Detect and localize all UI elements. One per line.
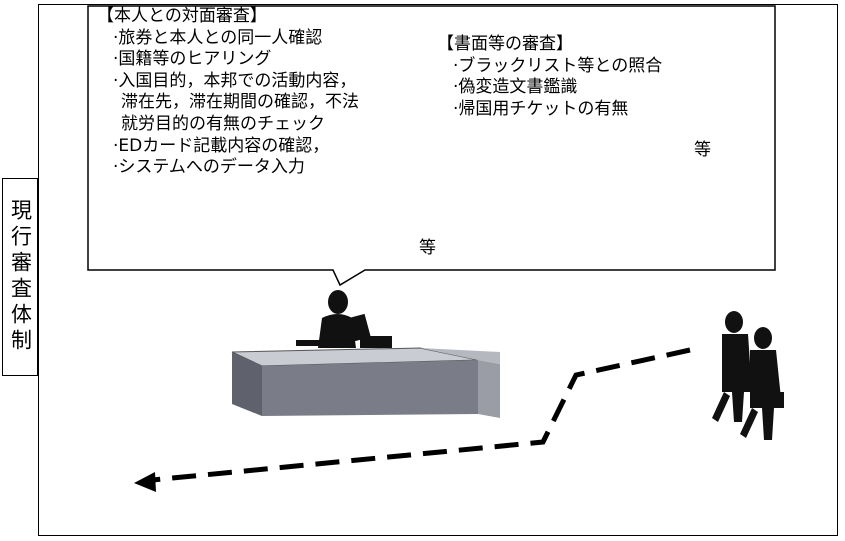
face-to-face-title: 【本人との対面審査】: [103, 6, 267, 26]
flow-arrowhead: [134, 472, 156, 492]
face-to-face-etc: 等: [419, 238, 436, 258]
face_to_face-item: ·旅券と本人との同一人確認: [113, 27, 323, 48]
face-to-face-review: 【本人との対面審査】 ·旅券と本人との同一人確認·国籍等のヒアリング·入国目的，…: [103, 6, 428, 179]
face_to_face-item: 滞在先，滞在期間の確認，不法: [121, 92, 359, 113]
document-review-etc: 等: [694, 140, 711, 160]
passenger-flow-path: [134, 347, 691, 492]
officer-figure: [296, 290, 392, 348]
face_to_face-item: ·入国目的，本邦での活動内容，: [113, 70, 357, 91]
side-label-text: 現行審査体制: [8, 199, 33, 355]
face_to_face-item: ·システムへのデータ入力: [113, 157, 305, 178]
side-label: 現行審査体制: [2, 178, 38, 376]
document-review-title: 【書面等の審査】: [437, 34, 573, 54]
face-to-face-list: ·旅券と本人との同一人確認·国籍等のヒアリング·入国目的，本邦での活動内容，滞在…: [103, 28, 428, 179]
face_to_face-item: ·EDカード記載内容の確認，: [113, 135, 330, 156]
face_to_face-item: ·国籍等のヒアリング: [113, 49, 272, 70]
document-review: 【書面等の審査】 ·ブラックリスト等との照合·偽変造文書鑑識·帰国用チケットの有…: [437, 34, 662, 121]
documents-item: ·偽変造文書鑑識: [453, 77, 578, 98]
documents-item: ·帰国用チケットの有無: [453, 98, 629, 119]
face_to_face-item: 就労目的の有無のチェック: [121, 113, 325, 134]
travelers-figure: [712, 311, 784, 440]
inspection-desk: [231, 347, 500, 418]
documents-item: ·ブラックリスト等との照合: [453, 55, 663, 76]
document-review-list: ·ブラックリスト等との照合·偽変造文書鑑識·帰国用チケットの有無: [443, 56, 662, 121]
